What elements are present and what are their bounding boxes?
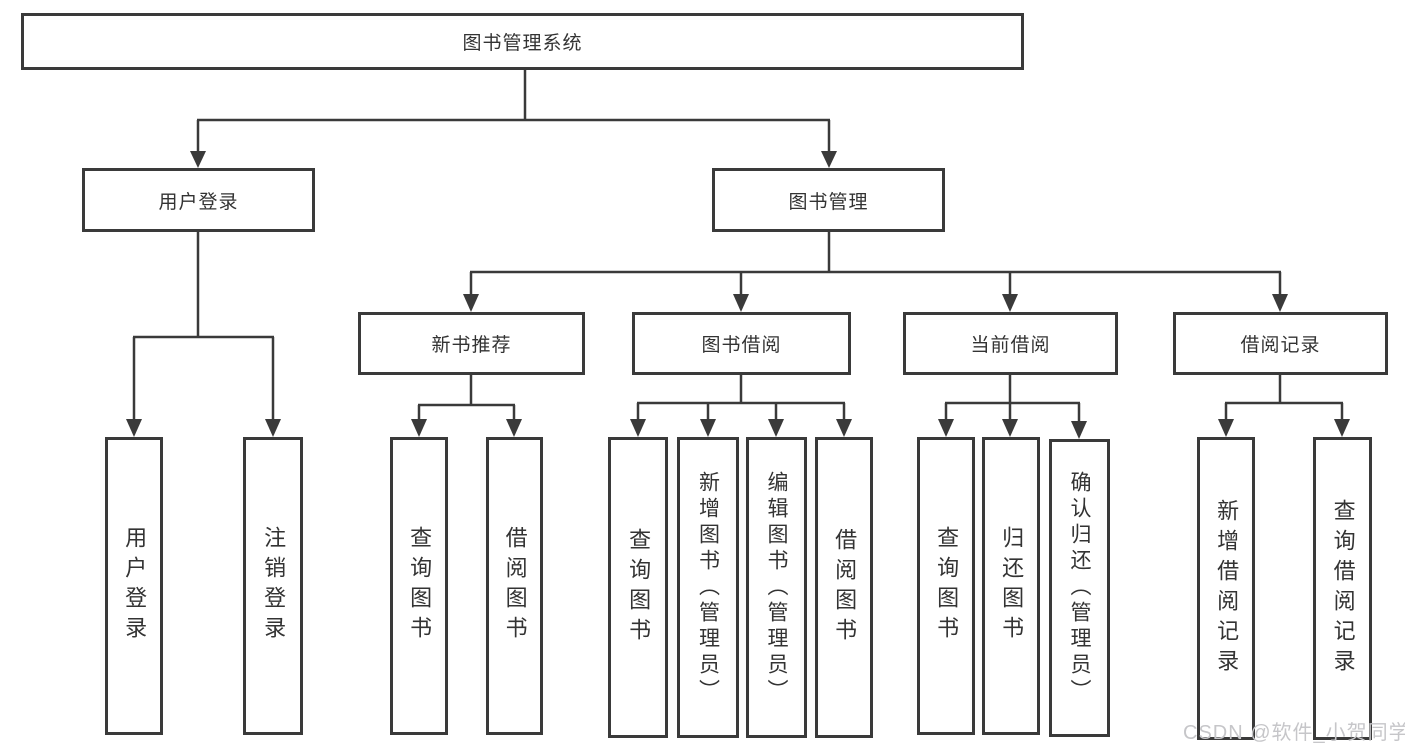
leaf-recommend-borrow-books: 借阅图书 bbox=[486, 437, 543, 735]
node-library-system: 图书管理系统 bbox=[21, 13, 1024, 70]
leaf-recommend-query-books: 查询图书 bbox=[390, 437, 448, 735]
leaf-borrowing-add-books-admin-label: 新增图书（管理员） bbox=[696, 470, 720, 705]
leaf-current-confirm-return-admin-label: 确认归还（管理员） bbox=[1068, 471, 1092, 705]
node-book-borrowing: 图书借阅 bbox=[632, 312, 851, 375]
node-borrowing-records: 借阅记录 bbox=[1173, 312, 1388, 375]
leaf-query-borrow-record: 查询借阅记录 bbox=[1313, 437, 1372, 740]
leaf-borrowing-borrow-books-label: 借阅图书 bbox=[832, 527, 858, 648]
leaf-user-login: 用户登录 bbox=[105, 437, 163, 735]
leaf-user-login-label: 用户登录 bbox=[122, 526, 148, 646]
leaf-borrowing-query-books-label: 查询图书 bbox=[626, 527, 652, 648]
leaf-current-query-books-label: 查询图书 bbox=[934, 526, 960, 646]
leaf-current-confirm-return-admin: 确认归还（管理员） bbox=[1049, 439, 1110, 737]
leaf-current-return-books: 归还图书 bbox=[982, 437, 1040, 735]
leaf-borrowing-edit-books-admin-label: 编辑图书（管理员） bbox=[765, 470, 789, 705]
leaf-add-borrow-record-label: 新增借阅记录 bbox=[1214, 498, 1240, 679]
leaf-borrowing-query-books: 查询图书 bbox=[608, 437, 668, 738]
leaf-borrowing-borrow-books: 借阅图书 bbox=[815, 437, 873, 738]
leaf-borrowing-edit-books-admin: 编辑图书（管理员） bbox=[746, 437, 807, 738]
node-book-management: 图书管理 bbox=[712, 168, 945, 232]
leaf-query-borrow-record-label: 查询借阅记录 bbox=[1330, 498, 1356, 679]
leaf-logout: 注销登录 bbox=[243, 437, 303, 735]
leaf-current-query-books: 查询图书 bbox=[917, 437, 975, 735]
leaf-recommend-query-books-label: 查询图书 bbox=[407, 526, 433, 646]
node-current-borrowing: 当前借阅 bbox=[903, 312, 1118, 375]
leaf-logout-label: 注销登录 bbox=[261, 526, 287, 646]
leaf-borrowing-add-books-admin: 新增图书（管理员） bbox=[677, 437, 739, 738]
node-new-book-recommend: 新书推荐 bbox=[358, 312, 585, 375]
leaf-add-borrow-record: 新增借阅记录 bbox=[1197, 437, 1255, 740]
node-user-login: 用户登录 bbox=[82, 168, 315, 232]
leaf-current-return-books-label: 归还图书 bbox=[999, 526, 1025, 646]
leaf-recommend-borrow-books-label: 借阅图书 bbox=[502, 526, 528, 646]
watermark: CSDN @软件_小贺同学 bbox=[1183, 722, 1405, 744]
